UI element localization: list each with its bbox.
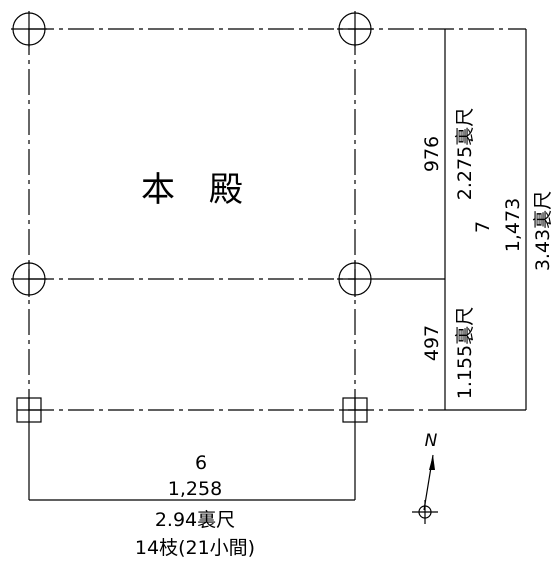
dimension-lines <box>28 29 527 501</box>
square-column-bottom-left-icon <box>16 397 42 423</box>
frontage-shaku-label: 2.94裏尺 <box>155 509 235 531</box>
depth-total-shaku-label: 3.43裏尺 <box>532 191 554 271</box>
depth-total-bays-label: 7 <box>472 221 494 233</box>
column-grid-lines <box>28 28 526 411</box>
depth-upper-mm-label: 976 <box>421 136 443 172</box>
depth-upper-shaku-label: 2.275裏尺 <box>454 108 476 200</box>
depth-lower-mm-label: 497 <box>421 325 443 361</box>
north-arrow-icon <box>412 454 438 524</box>
round-column-middle-right-icon <box>337 261 373 297</box>
round-column-top-right-icon <box>337 11 373 47</box>
north-label: N <box>425 431 438 451</box>
square-column-bottom-right-icon <box>342 397 368 423</box>
frontage-rafters-label: 14枝(21小間) <box>135 537 255 559</box>
round-column-middle-left-icon <box>11 261 47 297</box>
depth-total-mm-label: 1,473 <box>502 198 524 252</box>
frontage-mm-label: 1,258 <box>168 478 222 500</box>
main-hall-label: 本 殿 <box>141 170 243 210</box>
round-column-top-left-icon <box>11 11 47 47</box>
frontage-bays-label: 6 <box>195 452 207 474</box>
depth-lower-shaku-label: 1.155裏尺 <box>454 307 476 399</box>
